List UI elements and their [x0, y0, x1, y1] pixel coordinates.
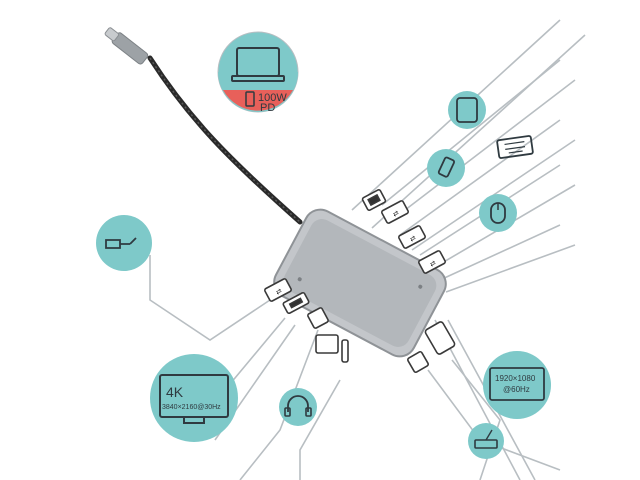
usb-c-plug [104, 27, 149, 65]
power-adapter-icon [96, 215, 152, 271]
mouse-icon [479, 194, 517, 232]
monitor-4k-icon [150, 354, 238, 442]
svg-text:⇄: ⇄ [392, 210, 401, 219]
monitor-fhd-resolution: 1920×1080 [495, 374, 536, 383]
svg-text:⇄: ⇄ [409, 235, 418, 244]
laptop-icon [217, 31, 299, 113]
network-router-icon [468, 423, 504, 459]
usb-drive-icon [427, 149, 465, 187]
monitor-fhd-refresh: @60Hz [503, 385, 530, 394]
monitor-4k-spec: 3840×2160@30Hz [162, 404, 221, 411]
port-plugs: ⇄ ⇄ ⇄ ⇄ [264, 189, 456, 373]
monitor-fhd-icon [483, 351, 551, 419]
power-label: 100W [258, 92, 287, 104]
svg-text:⇄: ⇄ [429, 260, 438, 269]
tablet-icon [448, 91, 486, 129]
hub-body [273, 208, 447, 358]
headset-icon [279, 388, 317, 426]
keyboard-icon [496, 135, 534, 159]
pd-label: PD [260, 102, 275, 114]
monitor-4k-resolution: 4K [166, 384, 184, 400]
svg-text:⇄: ⇄ [275, 288, 284, 297]
usb-c-cable [104, 27, 303, 225]
